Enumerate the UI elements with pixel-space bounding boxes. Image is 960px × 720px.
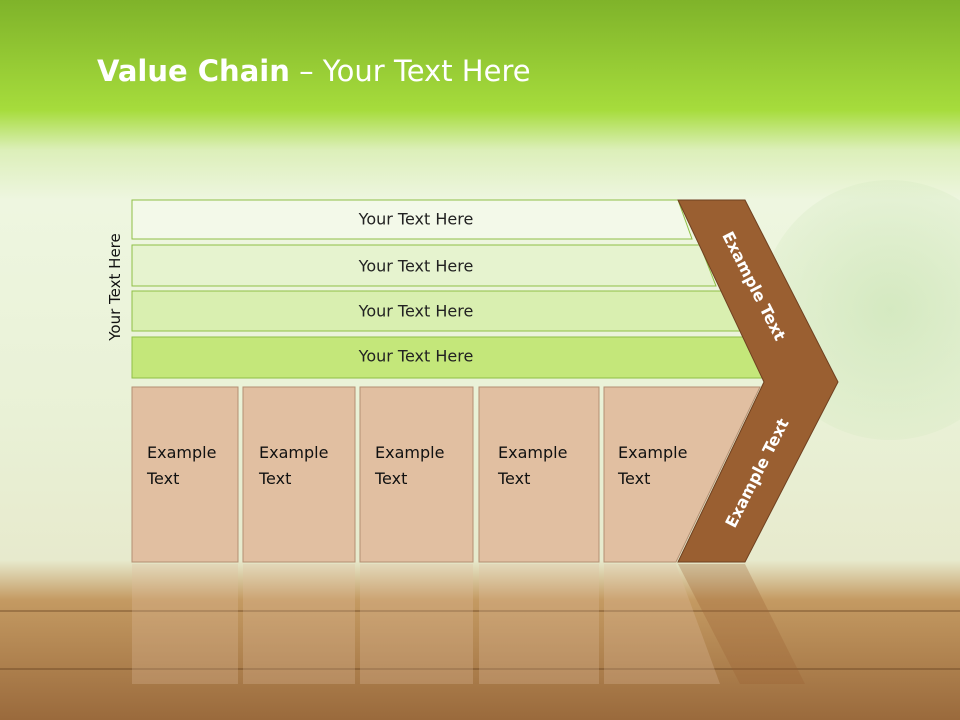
row-shape-2	[131, 244, 717, 287]
wood-plank-line	[0, 610, 960, 612]
row-label-4: Your Text Here	[358, 346, 474, 366]
cell-label-4: Example Text	[498, 443, 568, 488]
margin-chevron	[677, 199, 839, 563]
title-bold: Value Chain	[97, 54, 290, 88]
cell-label-1: Example Text	[147, 443, 217, 488]
cell-shape-3	[359, 386, 474, 563]
row-label-1: Your Text Here	[358, 209, 474, 229]
cell-label-2: Example Text	[259, 443, 329, 488]
cell-shape-5	[603, 386, 761, 563]
cell-shape-1	[131, 386, 239, 563]
wood-plank-line	[0, 668, 960, 670]
cell-shape-4	[478, 386, 600, 563]
row-label-2: Your Text Here	[358, 256, 474, 276]
row-label-3: Your Text Here	[358, 301, 474, 321]
table-reflection	[0, 564, 960, 720]
cell-shape-2	[242, 386, 356, 563]
cell-label-3: Example Text	[375, 443, 445, 488]
title-rest: – Your Text Here	[289, 54, 531, 88]
cell-label-5: Example Text	[618, 443, 688, 488]
reflection-shapes	[132, 564, 805, 684]
row-shape-1	[131, 199, 693, 240]
slide-title: Value Chain – Your Text Here	[97, 54, 531, 88]
